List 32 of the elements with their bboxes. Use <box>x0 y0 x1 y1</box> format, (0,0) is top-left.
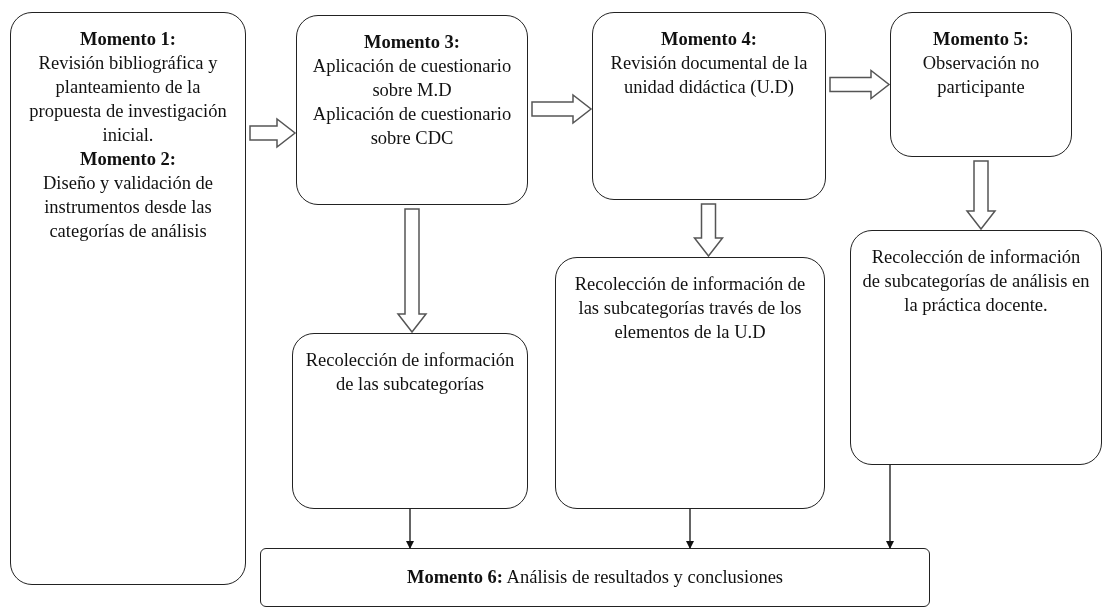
step-heading: Momento 2: <box>79 148 177 172</box>
step-text: Aplicación de cuestionario sobre M.D <box>311 55 513 103</box>
block-arrow <box>829 68 891 101</box>
step-heading: Momento 3: <box>363 31 461 54</box>
step-text: Revisión documental de la unidad didáctica (U.D) <box>609 52 809 100</box>
arrow <box>406 508 414 549</box>
process-box <box>850 230 1102 465</box>
block-arrow <box>249 117 297 149</box>
step-text: Recolección de información de subcategorías de análisis en la práctica docente. <box>861 246 1091 318</box>
process-box <box>890 12 1072 157</box>
arrow <box>886 464 894 549</box>
step-heading: Momento 5: <box>932 28 1030 51</box>
process-box <box>292 333 528 509</box>
step-heading: Momento 1: <box>79 28 177 51</box>
process-box <box>592 12 826 200</box>
step-text: Momento 6: Análisis de resultados y conclusiones <box>406 566 784 590</box>
step-text: Diseño y validación de instrumentos desde las categorías de análisis <box>41 172 215 244</box>
block-arrow <box>396 208 428 334</box>
process-box <box>555 257 825 509</box>
step-text: Recolección de información de las subcategorías través de los elementos de la U.D <box>573 273 807 345</box>
step-text: Aplicación de cuestionario sobre CDC <box>311 103 513 151</box>
process-box <box>10 12 246 585</box>
block-arrow <box>692 203 725 258</box>
block-arrow <box>531 93 593 125</box>
step-text: Recolección de información de las subcategorías <box>304 349 516 397</box>
step-text: Observación no participante <box>921 52 1041 100</box>
process-box <box>296 15 528 205</box>
block-arrow <box>965 160 997 231</box>
arrow <box>686 508 694 549</box>
process-box <box>260 548 930 607</box>
step-heading: Momento 4: <box>660 28 758 51</box>
step-text: Revisión bibliográfica y planteamiento de la propuesta de investigación inicial. <box>28 52 228 148</box>
